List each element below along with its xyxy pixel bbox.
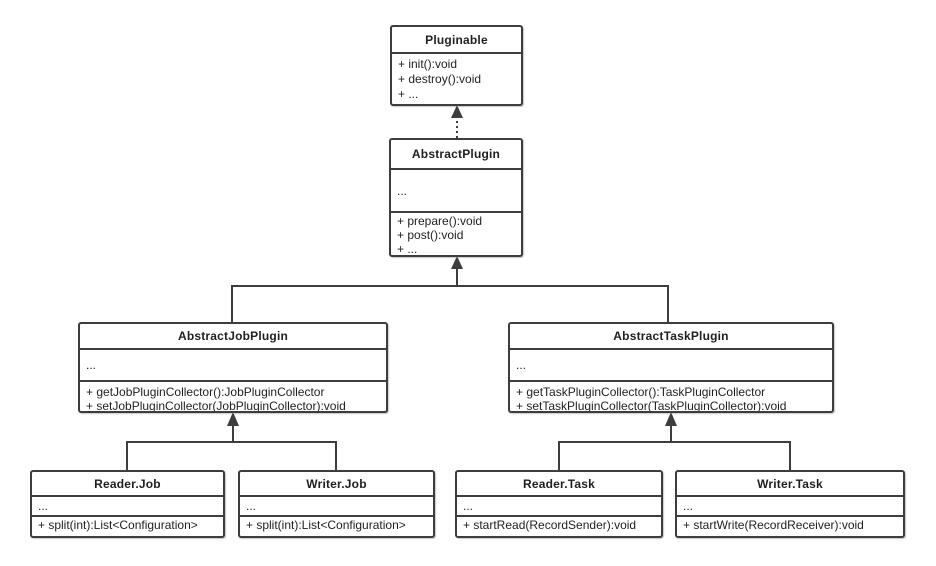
class-reader-task: Reader.Task ... + startRead(RecordSender…: [455, 470, 663, 538]
class-methods: + getTaskPluginCollector():TaskPluginCol…: [510, 382, 832, 411]
method: + prepare():void: [397, 214, 483, 228]
class-writer-task: Writer.Task ... + startWrite(RecordRecei…: [675, 470, 905, 538]
class-methods: + split(int):List<Configuration>: [32, 517, 223, 536]
method: + startWrite(RecordReceiver):void: [683, 518, 864, 532]
method: + setTaskPluginCollector(TaskPluginColle…: [516, 399, 787, 411]
class-reader-job: Reader.Job ... + split(int):List<Configu…: [30, 470, 225, 538]
class-title: AbstractTaskPlugin: [510, 324, 832, 350]
method: + split(int):List<Configuration>: [246, 518, 406, 532]
method: + split(int):List<Configuration>: [38, 518, 198, 532]
class-fields: ...: [510, 350, 832, 382]
method: + post():void: [397, 228, 464, 242]
method: + destroy():void: [398, 72, 482, 86]
method: + init():void: [398, 57, 458, 71]
class-methods: + startWrite(RecordReceiver):void: [677, 517, 903, 536]
class-title: Writer.Task: [677, 472, 903, 497]
class-fields: ...: [677, 497, 903, 517]
class-fields: ...: [80, 350, 386, 382]
class-abstract-plugin: AbstractPlugin ... + prepare():void + po…: [389, 138, 523, 257]
class-title: Writer.Job: [240, 472, 433, 497]
class-title: Reader.Job: [32, 472, 223, 497]
method: + getTaskPluginCollector():TaskPluginCol…: [516, 385, 766, 399]
class-methods: + prepare():void + post():void + ...: [391, 213, 521, 255]
method: + ...: [397, 242, 418, 255]
class-writer-job: Writer.Job ... + split(int):List<Configu…: [238, 470, 435, 538]
class-pluginable: Pluginable + init():void + destroy():voi…: [390, 25, 523, 106]
edge-readerjob-writerjob-extends-abstractjobplugin: [126, 412, 337, 470]
method: + startRead(RecordSender):void: [463, 518, 637, 532]
class-fields: ...: [457, 497, 661, 517]
arrowhead-icon: [451, 105, 463, 118]
class-methods: + getJobPluginCollector():JobPluginColle…: [80, 382, 386, 411]
class-title: Reader.Task: [457, 472, 661, 497]
class-methods: + startRead(RecordSender):void: [457, 517, 661, 536]
edge-abstractplugin-realizes-pluginable: [451, 105, 463, 138]
edge-jobtask-extends-abstractplugin: [231, 256, 669, 322]
class-abstract-job-plugin: AbstractJobPlugin ... + getJobPluginColl…: [78, 322, 388, 413]
class-methods: + split(int):List<Configuration>: [240, 517, 433, 536]
class-fields: ...: [240, 497, 433, 517]
class-methods: + init():void + destroy():void + ...: [392, 54, 521, 104]
class-abstract-task-plugin: AbstractTaskPlugin ... + getTaskPluginCo…: [508, 322, 834, 413]
arrowhead-icon: [451, 256, 463, 269]
arrowhead-icon: [227, 412, 239, 426]
class-title: AbstractJobPlugin: [80, 324, 386, 350]
class-title: Pluginable: [392, 27, 521, 54]
class-title: AbstractPlugin: [391, 140, 521, 170]
class-fields: ...: [391, 170, 521, 213]
method: + setJobPluginCollector(JobPluginCollect…: [86, 399, 346, 411]
class-fields: ...: [32, 497, 223, 517]
method: + getJobPluginCollector():JobPluginColle…: [86, 385, 325, 399]
method: + ...: [398, 87, 419, 101]
edge-readertask-writertask-extends-abstracttaskplugin: [558, 412, 791, 470]
arrowhead-icon: [665, 412, 677, 426]
